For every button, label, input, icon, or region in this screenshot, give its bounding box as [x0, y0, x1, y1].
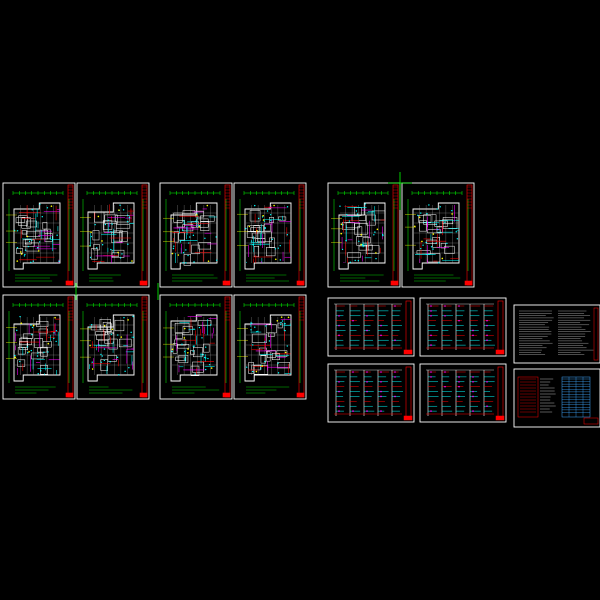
drawing-sheet-floor-plan[interactable]: [401, 182, 475, 288]
floor-plan-content: [331, 184, 399, 286]
system-diagram-content: [334, 300, 413, 355]
crosshair-cursor: [75, 172, 412, 300]
floor-plan-content: [163, 296, 231, 398]
drawing-sheet-floor-plan[interactable]: [2, 182, 76, 288]
sheet-group: [2, 182, 600, 428]
floor-plan-content: [237, 296, 305, 398]
legend-schedule-content: [517, 376, 599, 425]
drawing-sheet-floor-plan[interactable]: [76, 182, 150, 288]
floor-plan-content: [80, 184, 148, 286]
drawing-sheet-floor-plan[interactable]: [76, 294, 150, 400]
floor-plan-content: [163, 184, 231, 286]
floor-plan-content: [237, 184, 305, 286]
drawing-sheet-system-diagram[interactable]: [327, 363, 415, 423]
system-diagram-content: [334, 366, 413, 421]
system-diagram-content: [426, 300, 505, 355]
drawing-sheet-floor-plan[interactable]: [233, 294, 307, 400]
floor-plan-content: [6, 184, 74, 286]
drawing-sheet-floor-plan[interactable]: [2, 294, 76, 400]
drawing-sheet-legend-schedule[interactable]: [513, 368, 600, 428]
drawing-sheet-design-notes[interactable]: [513, 304, 600, 364]
floor-plan-content: [6, 296, 74, 398]
floor-plan-content: [80, 296, 148, 398]
floor-plan-content: [405, 184, 473, 286]
drawing-sheet-floor-plan[interactable]: [327, 182, 401, 288]
drawing-sheet-floor-plan[interactable]: [233, 182, 307, 288]
drawing-sheet-system-diagram[interactable]: [419, 363, 507, 423]
drawing-sheet-system-diagram[interactable]: [327, 297, 415, 357]
design-notes-content: [519, 307, 599, 361]
system-diagram-content: [426, 366, 505, 421]
drawing-sheet-floor-plan[interactable]: [159, 182, 233, 288]
drawing-sheet-system-diagram[interactable]: [419, 297, 507, 357]
drawing-sheet-floor-plan[interactable]: [159, 294, 233, 400]
